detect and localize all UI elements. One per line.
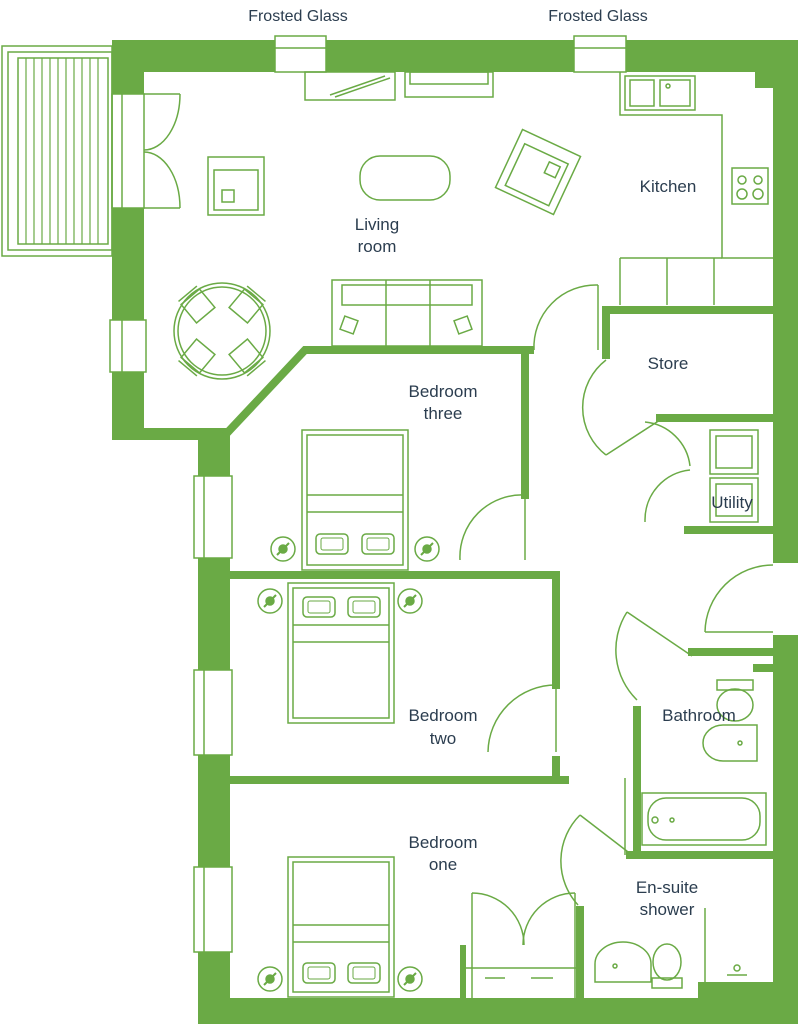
balcony-doors [111,93,181,209]
furniture [173,71,773,998]
bathroom-label: Bathroom [662,706,736,725]
utility-label: Utility [711,493,753,512]
doors [459,284,774,998]
ensuite-label-line2: shower [640,900,695,919]
bedroom-two-label-line1: Bedroom [409,706,478,725]
balcony [1,45,113,257]
bedroom-three-label-line1: Bedroom [409,382,478,401]
interior-walls [222,306,777,1002]
living-room-label-line1: Living [355,215,399,234]
bedroom-three-label-line2: three [424,404,463,423]
bedroom-one-label-line1: Bedroom [409,833,478,852]
windows [109,35,627,953]
bedroom-one-label-line2: one [429,855,457,874]
kitchen-label: Kitchen [640,177,697,196]
ensuite-label-line1: En-suite [636,878,698,897]
bedroom-two-label-line2: two [430,729,456,748]
labels: Frosted Glass Frosted Glass Kitchen Livi… [248,8,753,919]
frosted-glass-label-left: Frosted Glass [248,8,348,25]
frosted-glass-label-right: Frosted Glass [548,8,648,25]
store-label: Store [648,354,689,373]
walls [112,40,798,1024]
living-room-label-line2: room [358,237,397,256]
